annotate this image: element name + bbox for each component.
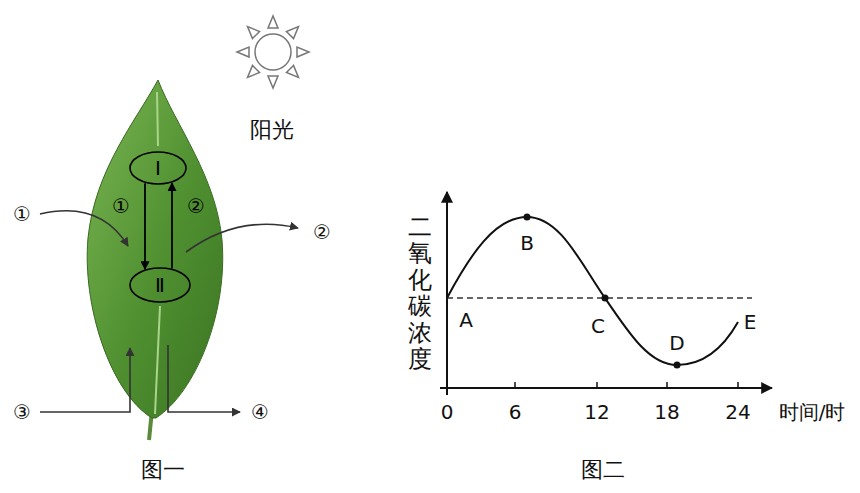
- figure-label: 6: [509, 401, 522, 424]
- figure-label: B: [520, 232, 534, 255]
- curve-point: [674, 362, 681, 369]
- axis-tick: [515, 382, 738, 388]
- figure-label: ②: [313, 221, 331, 244]
- figure-label: 图一: [141, 457, 185, 482]
- inflow-arrow: [40, 348, 130, 412]
- figure-label: 12: [584, 401, 609, 424]
- figure-label: 0: [441, 401, 454, 424]
- flow-arrow: [144, 183, 146, 269]
- curve-point: [524, 214, 531, 221]
- figure-label: E: [744, 311, 757, 334]
- leaf-blade: [87, 80, 223, 418]
- figure-label: ④: [251, 401, 269, 424]
- figure-label: 图二: [581, 457, 625, 482]
- figure-label: D: [669, 332, 684, 355]
- cell-region-ellipse: Ⅰ: [129, 151, 187, 185]
- ellipse-outline: [130, 152, 186, 184]
- arrow-number: ①: [112, 195, 130, 217]
- outflow-arrow: [168, 345, 240, 412]
- figure-label: ①: [13, 203, 31, 226]
- ellipse-outline: [130, 268, 190, 302]
- figure-label: 24: [725, 401, 750, 424]
- leaf-midrib: [155, 306, 160, 414]
- figure-label: 时间/时: [779, 401, 846, 424]
- figure-label: ③: [13, 401, 31, 424]
- figure-label: 18: [654, 401, 679, 424]
- figure-label: C: [591, 315, 605, 338]
- region-numeral: Ⅰ: [155, 157, 161, 179]
- figure-label: 二氧化碳浓度: [408, 214, 432, 372]
- y-axis: [446, 192, 448, 395]
- figure-label: A: [459, 309, 473, 332]
- reference-line: [447, 297, 752, 298]
- curve-point: [602, 295, 609, 302]
- x-axis: [440, 387, 772, 389]
- cell-region-ellipse: Ⅱ: [129, 267, 191, 303]
- figure-label: 阳光: [250, 117, 294, 142]
- leaf-midrib: [157, 92, 158, 146]
- outflow-arrow: [186, 224, 298, 252]
- arrow-number: ②: [187, 195, 205, 217]
- region-numeral: Ⅱ: [155, 274, 165, 296]
- flow-arrow: [171, 183, 173, 269]
- co2-curve: [447, 217, 738, 365]
- sun-symbol: [237, 16, 309, 88]
